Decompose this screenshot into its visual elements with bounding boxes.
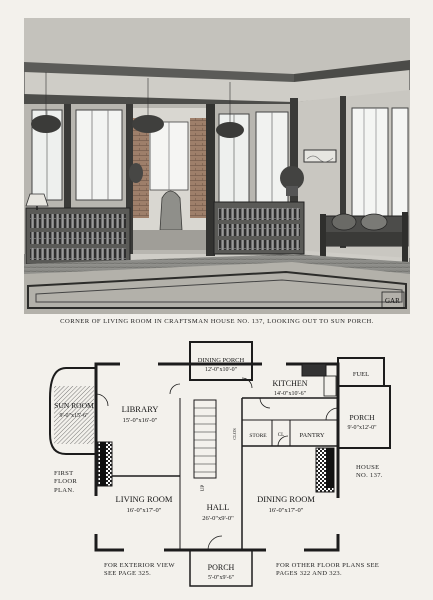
front-porch-walls [189, 549, 253, 587]
door-swing [95, 393, 109, 407]
dining-porch-name: DINING PORCH [198, 357, 245, 364]
ceiling-beam [294, 60, 410, 82]
sun-room-floor [54, 386, 94, 444]
first-floor-plan: DINING PORCH 12'-0"x10'-0" KITCHEN 14'-0… [49, 341, 391, 587]
porch-floor [133, 230, 206, 250]
front-porch-name: PORCH [208, 563, 235, 572]
pantry-name: PANTRY [299, 432, 324, 439]
door-swing [241, 377, 253, 389]
side-porch-dims: 9'-0"x12'-0" [347, 425, 377, 431]
ceiling-beam [24, 62, 294, 82]
library-name: LIBRARY [122, 404, 159, 414]
stair-treads [194, 407, 216, 473]
staircase [193, 399, 217, 479]
kitchen-name: KITCHEN [272, 379, 307, 388]
front-porch-dims: 5'-0"x9'-6" [208, 575, 235, 581]
window [351, 107, 389, 219]
library-dims: 15'-0"x16'-0" [123, 417, 158, 424]
door-swing [325, 407, 339, 421]
door-swing [207, 535, 223, 551]
hanging-plant [216, 122, 244, 138]
room-labels: DINING PORCH 12'-0"x10'-0" KITCHEN 14'-0… [54, 357, 377, 581]
exterior-view-note: FOR EXTERIOR VIEW SEE PAGE 325. [104, 562, 175, 578]
kitchen-range [301, 363, 327, 377]
post [126, 104, 133, 254]
door-swing [169, 383, 181, 395]
fuel-room-walls [337, 357, 385, 387]
wicker-chair [159, 190, 183, 231]
hanging-plant [31, 115, 61, 133]
other-floor-plans-note: FOR OTHER FLOOR PLANS SEE PAGES 322 AND … [276, 562, 380, 578]
dining-room-name: DINING ROOM [257, 494, 315, 504]
living-room-illustration: GAR [24, 18, 410, 314]
living-room-name: LIVING ROOM [116, 494, 173, 504]
dining-porch-walls [189, 341, 253, 381]
door-swing [277, 435, 289, 447]
store-name: STORE [249, 433, 267, 439]
table-lamp [25, 193, 49, 207]
hall-name: HALL [207, 502, 230, 512]
chimney [326, 448, 334, 488]
ceiling [24, 18, 410, 80]
dining-room-dims: 16'-0"x17'-0" [269, 507, 304, 514]
clos-name: CLOS [232, 428, 237, 440]
hall-dims: 26'-0"x9'-0" [202, 515, 234, 522]
stair-up-label: UP [201, 485, 206, 492]
illustration-caption: CORNER OF LIVING ROOM IN CRAFTSMAN HOUSE… [60, 318, 374, 325]
framed-picture [303, 149, 337, 163]
signature-text: GAR [385, 297, 400, 305]
sun-room-name: SUN ROOM [54, 401, 94, 410]
post [206, 104, 215, 256]
sun-room-walls [49, 367, 96, 455]
first-floor-plan-note: FIRST FLOOR PLAN. [54, 470, 78, 494]
windows [94, 362, 340, 552]
post [64, 104, 71, 254]
cushion [331, 213, 357, 231]
side-porch-name: PORCH [349, 413, 375, 422]
living-room-dims: 16'-0"x17'-0" [127, 507, 162, 514]
dining-porch-dims: 12'-0"x10'-0" [205, 367, 238, 373]
potted-plant [129, 163, 143, 183]
potted-plant [280, 166, 304, 190]
door-swing [259, 397, 271, 409]
hanging-plant [132, 115, 164, 133]
kitchen-dims: 14'-0"x10'-6" [274, 391, 307, 397]
sun-room-dims: 9'-0"x15'-6" [59, 413, 89, 419]
brick-wall [190, 118, 206, 218]
artist-signature [381, 291, 405, 309]
fuel-name: FUEL [353, 371, 369, 378]
kitchen-counter [323, 375, 337, 397]
cushion [360, 213, 388, 231]
window [391, 107, 409, 219]
chimney [100, 442, 106, 486]
house-number-note: HOUSE NO. 137. [356, 464, 383, 480]
window [75, 109, 123, 201]
cl-name: CL [278, 433, 284, 438]
post [340, 96, 346, 248]
